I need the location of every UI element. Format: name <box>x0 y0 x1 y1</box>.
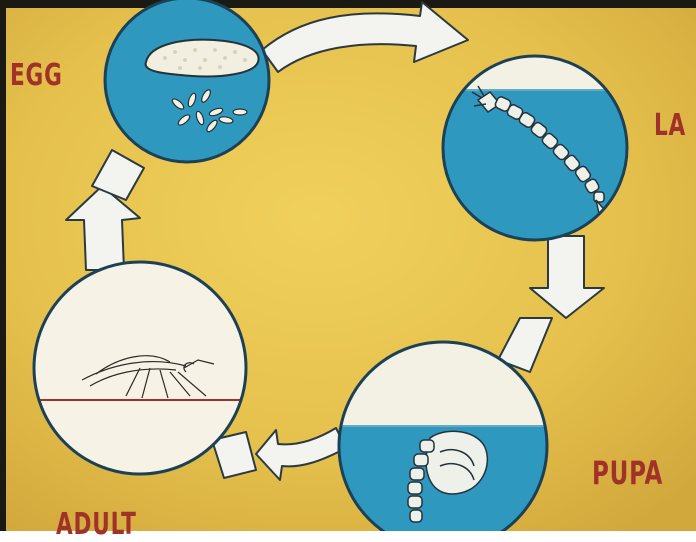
adult-label: ADULT <box>56 507 137 542</box>
egg-stage-circle <box>105 0 269 162</box>
larva-label: LA <box>654 108 686 143</box>
life-cycle-slide: EGG LA PUPA ADULT <box>0 0 696 531</box>
egg-raft-illustration <box>146 40 259 77</box>
life-cycle-diagram <box>0 0 696 531</box>
egg-label: EGG <box>10 58 63 93</box>
adult-stage-circle <box>34 262 246 474</box>
pupa-label: PUPA <box>592 454 663 492</box>
